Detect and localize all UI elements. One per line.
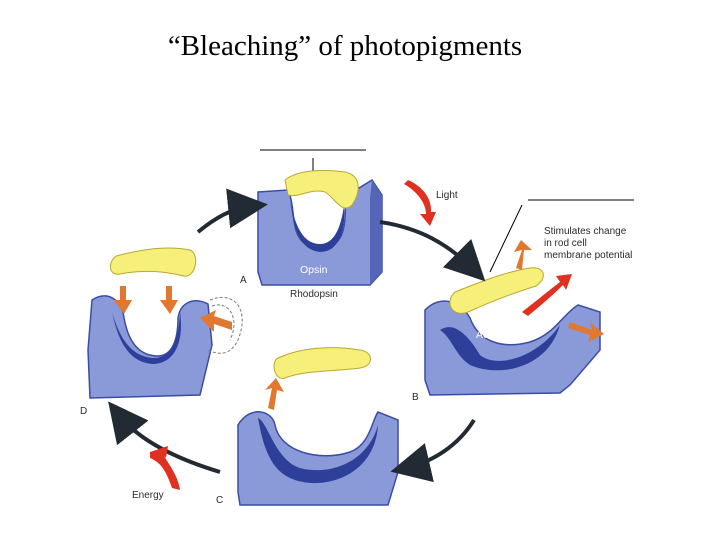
state-b-label: B — [412, 392, 419, 403]
cycle-arrow-d-to-a — [198, 206, 252, 232]
orange-arrow-d2 — [160, 286, 178, 314]
cycle-arrow-b-to-c — [406, 420, 474, 468]
light-label: Light — [436, 190, 458, 201]
cycle-arrow-c-to-d — [118, 414, 220, 472]
state-d-regeneration — [88, 248, 242, 398]
stimulates-label-line1: Stimulates change — [544, 226, 627, 237]
state-b-active — [425, 240, 604, 395]
light-arrow — [404, 180, 436, 226]
cycle-arrow-a-to-b — [380, 222, 474, 270]
stimulates-label-line3: membrane potential — [544, 250, 632, 261]
energy-label: Energy — [132, 490, 164, 501]
state-a-label: A — [240, 275, 247, 286]
active-site-label: Active site — [476, 329, 524, 341]
state-c-bleached — [238, 348, 398, 505]
orange-arrow-c — [265, 378, 284, 410]
energy-arrow — [150, 446, 180, 490]
orange-arrow-b1 — [514, 240, 532, 270]
state-d-label: D — [80, 406, 87, 417]
stimulates-label-line2: in rod cell — [544, 238, 587, 249]
rhodopsin-label: Rhodopsin — [290, 289, 338, 300]
state-c-label: C — [216, 495, 223, 506]
opsin-label: Opsin — [300, 264, 328, 276]
